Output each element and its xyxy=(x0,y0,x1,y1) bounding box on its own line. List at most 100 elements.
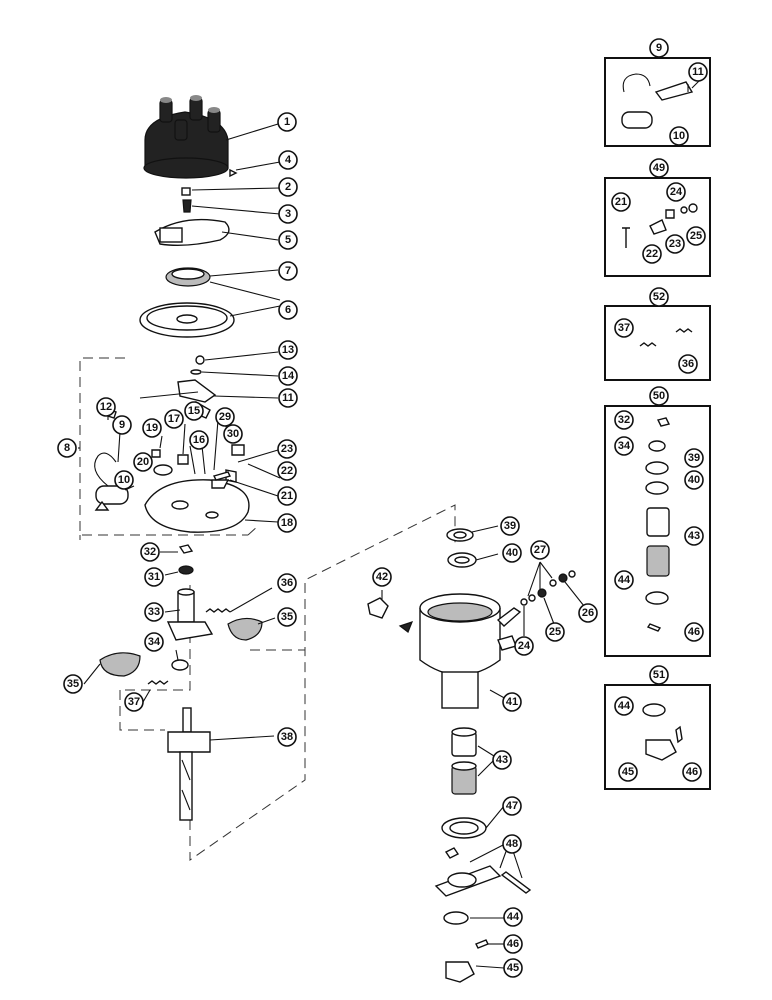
callout-41: 41 xyxy=(502,692,522,712)
callout-circle xyxy=(372,567,392,587)
callout-number: 7 xyxy=(285,265,291,277)
callout-circle xyxy=(666,182,686,202)
callout-21: 21 xyxy=(277,486,297,506)
inset51-callout-45: 45 xyxy=(618,762,638,782)
inset50-callout-43: 43 xyxy=(684,526,704,546)
callout-circle xyxy=(189,430,209,450)
part-spring xyxy=(205,608,231,613)
callout-47: 47 xyxy=(502,796,522,816)
callout-number: 32 xyxy=(144,546,156,558)
callout-circle xyxy=(503,958,523,978)
callout-circle xyxy=(502,692,522,712)
part-dust-shield xyxy=(139,302,235,338)
inset50-callout-40: 40 xyxy=(684,470,704,490)
part-weight-right xyxy=(227,617,263,641)
callout-24: 24 xyxy=(514,636,534,656)
callout-number: 46 xyxy=(507,938,519,950)
callout-circle xyxy=(530,540,550,560)
callout-7: 7 xyxy=(278,261,298,281)
callout-15: 15 xyxy=(184,401,204,421)
callout-circle xyxy=(665,234,685,254)
callout-circle xyxy=(277,486,297,506)
callout-circle xyxy=(669,126,689,146)
callout-number: 40 xyxy=(506,547,518,559)
svg-text:50: 50 xyxy=(653,390,665,402)
callout-34: 34 xyxy=(144,632,164,652)
callout-number: 31 xyxy=(148,571,160,583)
callout-circle xyxy=(614,570,634,590)
callout-number: 5 xyxy=(285,234,291,246)
inset51-callout-46: 46 xyxy=(682,762,702,782)
callout-number: 43 xyxy=(688,530,700,542)
callout-number: 37 xyxy=(128,696,140,708)
callout-45: 45 xyxy=(503,958,523,978)
callout-circle xyxy=(684,448,704,468)
part-drive-shaft xyxy=(167,707,211,821)
callout-circle xyxy=(614,696,634,716)
callout-2: 2 xyxy=(278,177,298,197)
inset-label-52: 52 xyxy=(649,287,669,307)
callout-circle xyxy=(184,401,204,421)
callout-number: 44 xyxy=(507,911,520,923)
callout-circle xyxy=(144,567,164,587)
callout-circle xyxy=(614,436,634,456)
svg-text:9: 9 xyxy=(656,42,662,54)
callout-circle xyxy=(278,261,298,281)
callout-18: 18 xyxy=(277,513,297,533)
callout-circle xyxy=(278,300,298,320)
part-rotor xyxy=(154,218,230,247)
callout-35: 35 xyxy=(277,607,297,627)
callout-9: 9 xyxy=(112,415,132,435)
callout-circle xyxy=(618,762,638,782)
callout-circle xyxy=(164,409,184,429)
callout-circle xyxy=(140,542,160,562)
callout-48: 48 xyxy=(502,834,522,854)
callout-number: 38 xyxy=(281,731,293,743)
callout-number: 26 xyxy=(582,607,594,619)
callout-number: 22 xyxy=(281,465,293,477)
part-cam xyxy=(166,588,214,641)
callout-number: 36 xyxy=(682,358,694,370)
callout-number: 4 xyxy=(285,154,292,166)
part-spring-37 xyxy=(147,680,169,685)
part-shaft-pieces xyxy=(178,544,194,575)
callout-circle xyxy=(223,424,243,444)
callout-circle xyxy=(144,632,164,652)
svg-text:49: 49 xyxy=(653,162,665,174)
callout-circle xyxy=(614,410,634,430)
callout-number: 37 xyxy=(618,322,630,334)
callout-number: 15 xyxy=(188,405,200,417)
callout-circle xyxy=(277,461,297,481)
callout-8: 8 xyxy=(57,438,77,458)
callout-circle xyxy=(277,513,297,533)
callout-14: 14 xyxy=(278,366,298,386)
callout-circle xyxy=(278,340,298,360)
callout-number: 11 xyxy=(692,66,704,78)
callout-26: 26 xyxy=(578,603,598,623)
callout-circle xyxy=(278,388,298,408)
callout-circle xyxy=(278,150,298,170)
callout-number: 44 xyxy=(618,700,631,712)
callout-16: 16 xyxy=(189,430,209,450)
callout-11: 11 xyxy=(278,388,298,408)
callout-number: 45 xyxy=(622,766,634,778)
callout-circle xyxy=(545,622,565,642)
callout-number: 40 xyxy=(688,474,700,486)
callout-circle xyxy=(133,452,153,472)
callout-number: 35 xyxy=(281,611,293,623)
callout-number: 39 xyxy=(688,452,700,464)
callout-5: 5 xyxy=(278,230,298,250)
part-condenser xyxy=(94,452,129,511)
callout-number: 35 xyxy=(67,678,79,690)
callout-31: 31 xyxy=(144,567,164,587)
part-washer-44 xyxy=(443,911,469,925)
part-felt-washer xyxy=(165,267,211,287)
callout-39: 39 xyxy=(500,516,520,536)
part-washer-34 xyxy=(171,659,189,671)
callout-circle xyxy=(277,573,297,593)
callout-circle xyxy=(142,418,162,438)
callout-circle xyxy=(144,602,164,622)
callout-number: 13 xyxy=(282,344,294,356)
callout-circle xyxy=(278,204,298,224)
